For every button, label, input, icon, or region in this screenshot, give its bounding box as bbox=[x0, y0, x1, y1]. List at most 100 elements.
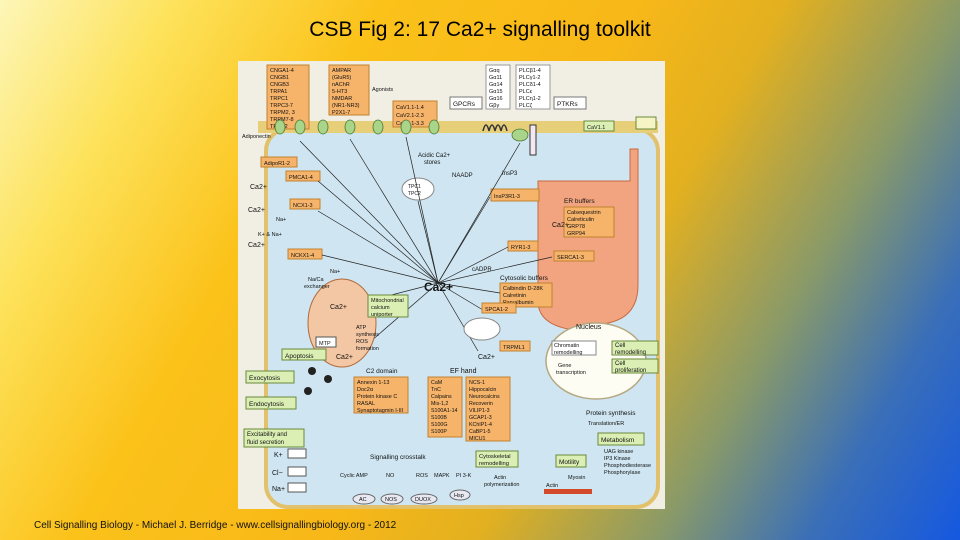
cell-proliferation-label: Cell proliferation bbox=[615, 361, 646, 374]
ryr-box bbox=[507, 240, 539, 252]
cytosolic-buffers-list: Calbindin D-28K Calretinin Parvalbumin bbox=[503, 286, 545, 306]
serca-box bbox=[553, 250, 595, 262]
gpcrs-box bbox=[449, 96, 483, 110]
cytosolic-buffers-title: Cytosolic buffers bbox=[500, 275, 549, 282]
channel-list-box bbox=[266, 64, 310, 130]
vesicles bbox=[304, 367, 332, 395]
trpml-label: TRPML1 bbox=[503, 345, 525, 351]
cell-remodelling-label: Cell remodelling bbox=[615, 343, 646, 356]
cytoskeletal-box bbox=[475, 450, 519, 468]
acidic-stores-label: Acidic Ca2+ stores bbox=[418, 153, 452, 166]
ca-label-1: Ca2+ bbox=[250, 184, 267, 191]
endocytosis-box bbox=[245, 396, 297, 410]
plasma-membrane bbox=[258, 121, 658, 133]
c2-list-box bbox=[353, 376, 409, 414]
ef-hand-label: EF hand bbox=[450, 368, 477, 375]
chromatin-box bbox=[551, 340, 597, 356]
exocytosis-label: Exocytosis bbox=[249, 375, 281, 382]
golgi-vesicle bbox=[463, 317, 501, 341]
motility-box bbox=[555, 454, 587, 468]
ca-signalling-toolkit-figure: CNGA1-4 CNGB1 CNGB3 TRPA1 TRPC1 TRPC3-7 … bbox=[238, 61, 665, 509]
apoptosis-box bbox=[281, 348, 327, 361]
acidic-store-vesicle bbox=[401, 177, 435, 201]
na-label-2: Na+ bbox=[330, 269, 340, 275]
actin-label: Actin bbox=[546, 483, 558, 489]
pmca-box bbox=[285, 170, 321, 182]
c2-list: Annexin 1-13 Doc2α Protein kinase C RASA… bbox=[357, 380, 404, 414]
receptor-list-box bbox=[328, 64, 370, 116]
ca-label-3: Ca2+ bbox=[248, 242, 265, 249]
metabolism-list: UAG kinase IP3 Kinase Phosphodiesterase … bbox=[604, 449, 653, 476]
motility-label: Motility bbox=[559, 459, 580, 466]
serca-label: SERCA1-3 bbox=[557, 255, 584, 261]
plc-list-box bbox=[515, 64, 551, 110]
exocytosis-box bbox=[245, 370, 295, 384]
adiponectin-label: Adiponectin bbox=[242, 134, 271, 140]
atp-label: ATP synthesis ROS formation bbox=[356, 325, 380, 352]
endoplasmic-reticulum bbox=[537, 148, 639, 330]
actin-filament bbox=[544, 489, 592, 494]
membrane-channels bbox=[274, 119, 529, 142]
nucleus-label: Nucleus bbox=[576, 324, 602, 331]
endocytosis-label: Endocytosis bbox=[249, 401, 285, 408]
insp3-label: InsP3 bbox=[502, 171, 518, 177]
crosstalk-enzyme-labels: AC NOS DUOX Hsp bbox=[359, 493, 464, 503]
plc-list: PLCβ1-4 PLCγ1-2 PLCδ1-4 PLCε PLCη1-2 PLC… bbox=[519, 68, 542, 109]
cav-right-box bbox=[583, 120, 615, 132]
nckx-box bbox=[287, 248, 323, 260]
translation-label: Translation/ER bbox=[588, 421, 624, 427]
galpha-list: Gαq Gα11 Gα14 Gα15 Gα16 Gβγ bbox=[489, 68, 504, 109]
actin-polymerization-label: Actin polymerization bbox=[484, 475, 519, 488]
ptkrs-box bbox=[553, 96, 587, 110]
galpha-list-box bbox=[485, 64, 511, 110]
receptor-list: AMPAR (GluR5) nAChR 5-HT3 NMDAR (NR1-NR3… bbox=[332, 68, 361, 116]
c2-domain-label: C2 domain bbox=[366, 368, 398, 375]
metabolism-box bbox=[597, 432, 645, 446]
mtp-label: MTP bbox=[319, 341, 331, 347]
central-ca-arrows bbox=[299, 136, 553, 362]
na-label-1: Na+ bbox=[276, 217, 286, 223]
excitability-label: Excitability and fluid secretion bbox=[247, 432, 289, 446]
signalling-crosstalk-label: Signalling crosstalk bbox=[370, 454, 426, 461]
cytoskeletal-label: Cytoskeletal remodelling bbox=[479, 454, 512, 467]
myosin-label: Myosin bbox=[568, 475, 585, 481]
adipor-box bbox=[260, 156, 298, 168]
ion-channel-boxes bbox=[287, 448, 307, 493]
cell-proliferation-box bbox=[611, 358, 659, 374]
chromatin-label: Chromatin remodelling bbox=[554, 343, 582, 356]
insp3r-box bbox=[490, 188, 540, 202]
slide-title: CSB Fig 2: 17 Ca2+ signalling toolkit bbox=[309, 18, 651, 41]
excitability-box bbox=[243, 428, 305, 448]
cav-right-label: CaV1.1 bbox=[587, 125, 605, 131]
cl-minus-label: Cl− bbox=[272, 470, 283, 477]
tpc-label: TPC1 TPC2 bbox=[408, 184, 422, 197]
central-ca-label: Ca2+ bbox=[424, 280, 453, 294]
cadpr-label: cADPR bbox=[472, 267, 492, 273]
spca-box bbox=[481, 302, 517, 314]
gpcr-helix bbox=[482, 124, 508, 132]
er-ca-label: Ca2+ bbox=[552, 222, 569, 229]
naadp-label: NAADP bbox=[452, 173, 473, 179]
apoptosis-label: Apoptosis bbox=[285, 353, 314, 360]
cell-remodelling-box bbox=[611, 340, 659, 356]
protein-synthesis-label: Protein synthesis bbox=[586, 410, 636, 417]
mcu-label: Mitochondrial calcium uniporter bbox=[371, 298, 405, 318]
apoptosis-ca-label: Ca2+ bbox=[336, 354, 353, 361]
mito-ca-label: Ca2+ bbox=[330, 304, 347, 311]
k-na-label: K+ & Na+ bbox=[258, 232, 282, 238]
ncx-label: NCX1-3 bbox=[293, 203, 313, 209]
er-buffers-box bbox=[563, 206, 615, 238]
metabolism-label: Metabolism bbox=[601, 437, 634, 444]
gene-transcription-label: Gene transcription bbox=[556, 363, 586, 376]
insp3r-label: InsP3R1-3 bbox=[494, 194, 520, 200]
mtp-box bbox=[315, 336, 337, 348]
trpml-box bbox=[499, 340, 531, 352]
toolkit-diagram: CNGA1-4 CNGB1 CNGB3 TRPA1 TRPC1 TRPC3-7 … bbox=[242, 64, 660, 509]
crosstalk-items: Cyclic AMP NO ROS MAPK PI 3-K bbox=[340, 473, 472, 479]
crosstalk-enzymes bbox=[352, 489, 471, 505]
trpml-ca-label: Ca2+ bbox=[478, 354, 495, 361]
slide-footer: Cell Signalling Biology - Michael J. Ber… bbox=[34, 520, 397, 531]
ncx-box bbox=[289, 198, 321, 210]
ef-list-1: CaM TnC Calpains Mis-1,2 S100A1-14 S100B… bbox=[431, 380, 459, 435]
na-ca-exchanger-label: Na/Ca exchanger bbox=[304, 277, 330, 290]
